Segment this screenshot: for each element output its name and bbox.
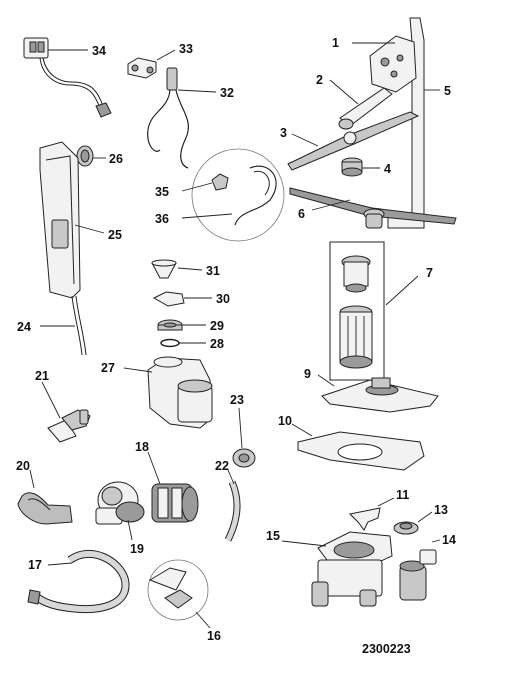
part-14-pump-motor[interactable] [399, 549, 437, 601]
label-34: 34 [92, 44, 106, 58]
part-25-container[interactable] [39, 141, 81, 299]
label-3: 3 [280, 126, 287, 140]
part-31-funnel[interactable] [151, 259, 177, 279]
label-2: 2 [316, 73, 323, 87]
label-14: 14 [442, 533, 456, 547]
part-36-hose[interactable] [234, 165, 277, 226]
part-33-bracket[interactable] [127, 57, 157, 79]
part-15-sump-assembly[interactable] [311, 531, 393, 607]
label-29: 29 [210, 319, 224, 333]
part-20-hose-bend[interactable] [17, 492, 73, 525]
part-17-drain-hose[interactable] [27, 550, 130, 614]
label-30: 30 [216, 292, 230, 306]
label-10: 10 [278, 414, 292, 428]
part-28-o-ring[interactable] [160, 338, 180, 348]
label-19: 19 [130, 542, 144, 556]
label-33: 33 [179, 42, 193, 56]
part-27-salt-container[interactable] [147, 356, 213, 429]
label-27: 27 [101, 361, 115, 375]
diagram-code: 2300223 [362, 642, 411, 656]
part-7-filter-box[interactable] [329, 241, 385, 381]
label-5: 5 [444, 84, 451, 98]
label-23: 23 [230, 393, 244, 407]
part-18-drain-motor[interactable] [151, 483, 199, 523]
part-29-threaded-ring[interactable] [157, 319, 183, 331]
part-26-cap[interactable] [76, 145, 94, 167]
part-4-nut[interactable] [341, 157, 363, 177]
detail-circle-16 [147, 559, 209, 621]
part-21-elbow-fitting[interactable] [47, 409, 91, 443]
label-21: 21 [35, 369, 49, 383]
part-11-clip[interactable] [348, 507, 381, 531]
label-25: 25 [108, 228, 122, 242]
part-3-upper-spray-arm[interactable] [287, 111, 420, 171]
label-7: 7 [426, 266, 433, 280]
label-13: 13 [434, 503, 448, 517]
part-2-arm-pipe[interactable] [338, 87, 393, 130]
part-6-lower-spray-arm[interactable] [289, 187, 457, 229]
label-9: 9 [304, 367, 311, 381]
label-16: 16 [207, 629, 221, 643]
detail-circle-35-36 [191, 148, 285, 242]
label-22: 22 [215, 459, 229, 473]
label-28: 28 [210, 337, 224, 351]
label-17: 17 [28, 558, 42, 572]
part-9-filter-plate[interactable] [321, 377, 439, 413]
part-30-gasket[interactable] [152, 291, 185, 307]
label-1: 1 [332, 36, 339, 50]
part-19-pump-housing[interactable] [95, 481, 145, 525]
label-6: 6 [298, 207, 305, 221]
part-16-clips[interactable] [148, 567, 193, 609]
part-23-seal[interactable] [232, 448, 256, 468]
label-24: 24 [17, 320, 31, 334]
label-35: 35 [155, 185, 169, 199]
part-13-heater-cap[interactable] [393, 521, 419, 535]
label-4: 4 [384, 162, 391, 176]
label-15: 15 [266, 529, 280, 543]
part-35-fitting[interactable] [211, 173, 229, 191]
part-22-tube[interactable] [224, 480, 241, 542]
label-26: 26 [109, 152, 123, 166]
label-32: 32 [220, 86, 234, 100]
label-18: 18 [135, 440, 149, 454]
label-20: 20 [16, 459, 30, 473]
part-24-tube[interactable] [71, 295, 87, 356]
part-32-corrugated-hose[interactable] [147, 67, 189, 169]
part-1-valve-block[interactable] [369, 35, 417, 93]
label-31: 31 [206, 264, 220, 278]
label-36: 36 [155, 212, 169, 226]
label-11: 11 [396, 488, 409, 502]
part-34-connector-cable[interactable] [23, 37, 112, 118]
part-10-sump-plate[interactable] [297, 431, 425, 471]
